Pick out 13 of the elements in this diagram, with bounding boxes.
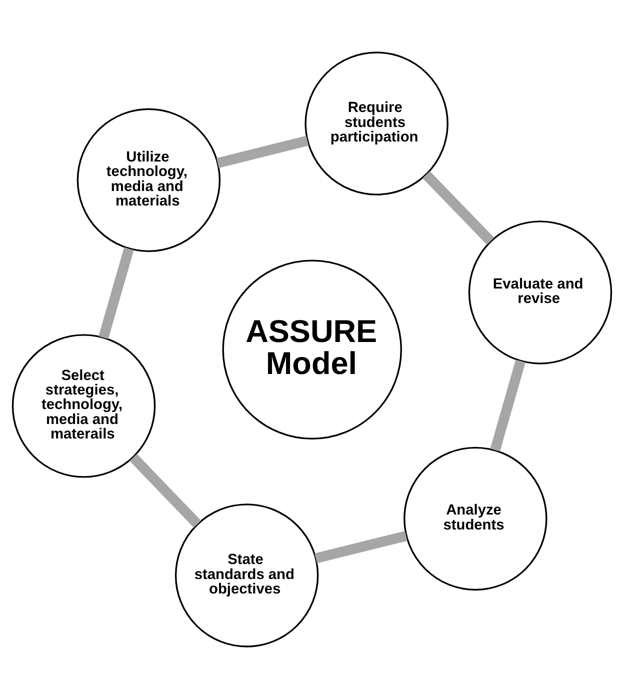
node-circle: Evaluate and revise xyxy=(468,220,612,364)
connector xyxy=(130,453,202,528)
connector xyxy=(216,135,309,168)
node-circle: Analyze students xyxy=(404,446,548,590)
node-circle: Utilize technology, media and materials xyxy=(76,108,221,252)
node-circle: Select strategies, technology, media and materails xyxy=(12,334,156,478)
connector xyxy=(422,170,494,244)
node-circle: State standards and objectives xyxy=(174,503,319,647)
connector xyxy=(490,359,526,451)
connector xyxy=(98,246,134,338)
node-circle: Require students participation xyxy=(304,51,448,195)
connector xyxy=(314,530,408,563)
node-circle: ASSURE Model xyxy=(222,259,402,440)
